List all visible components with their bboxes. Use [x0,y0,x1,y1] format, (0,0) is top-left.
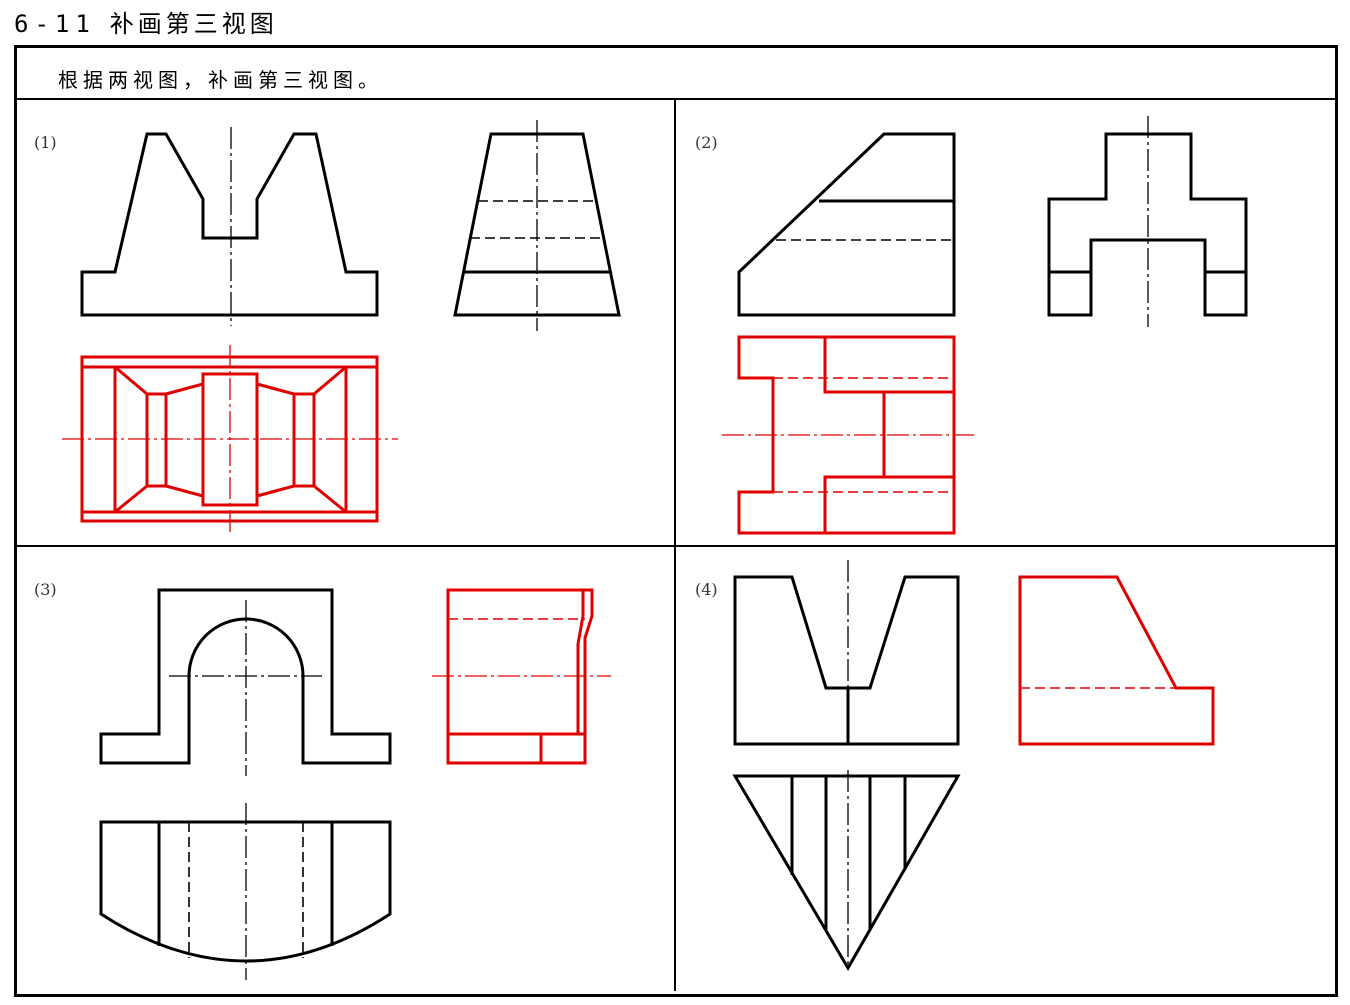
panel-4-top-view [732,770,961,971]
panel-label-1: (1) [34,133,57,152]
column-divider [674,99,676,991]
panel-1-side-view [453,120,621,331]
panel-2-front-view [737,132,956,317]
panel-1-front-view [80,127,379,326]
panel-3-front-view [99,588,392,776]
panel-3-top-view [99,803,392,980]
panel-2-side-view [1047,116,1248,327]
panel-3-answer-side-view [432,588,611,765]
header-divider [17,98,1335,100]
panel-label-3: (3) [34,580,57,599]
panel-label-4: (4) [695,580,718,599]
panel-4-front-view [733,560,960,746]
instruction-text: 根据两视图，补画第三视图。 [58,68,383,92]
panel-4-answer-side-view [1018,575,1215,746]
panel-2-answer-top-view [722,335,974,535]
exercise-title: 补画第三视图 [109,10,278,38]
exercise-number: 6-11 [14,10,96,38]
panel-label-2: (2) [695,133,718,152]
worksheet-frame [14,45,1338,997]
panel-1-answer-top-view [62,345,398,532]
page-title: 6-11 补画第三视图 [14,4,278,39]
row-divider [17,545,1335,547]
